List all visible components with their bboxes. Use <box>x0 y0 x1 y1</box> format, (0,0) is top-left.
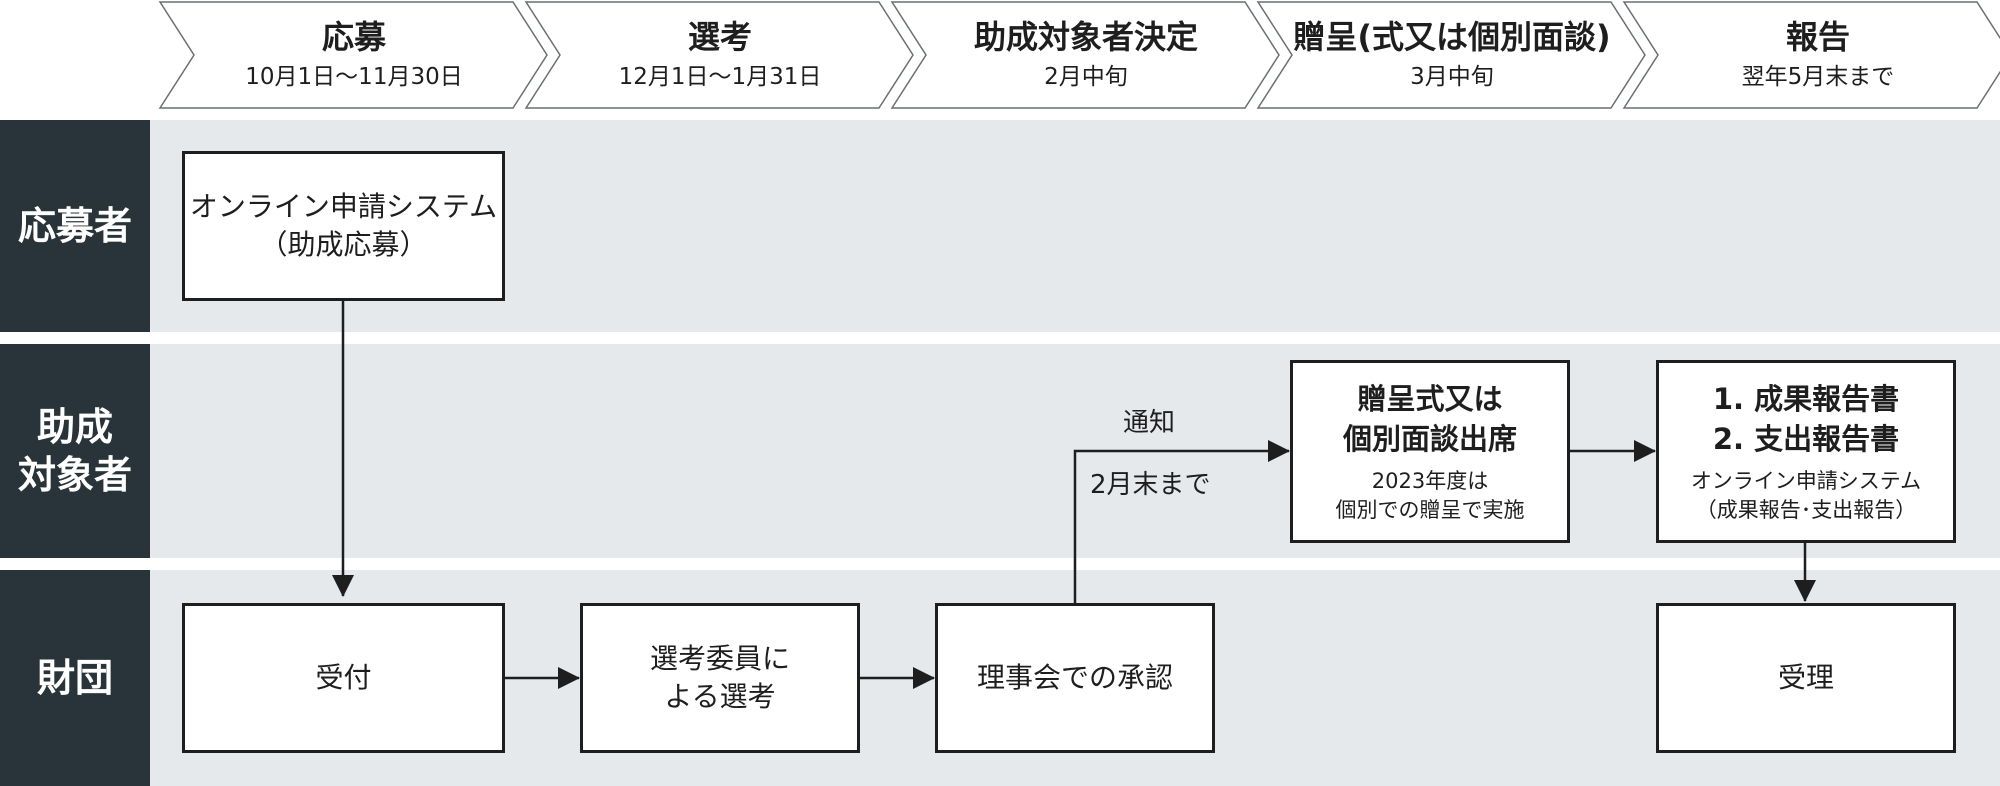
edge-label-deadline: 2月末まで <box>1090 470 1211 500</box>
phase-presentation: 贈呈(式又は個別面談) 3月中旬 <box>1256 0 1648 110</box>
edge-label-notification: 通知 <box>1123 408 1176 438</box>
node-ceremony-attendance: 贈呈式又は 個別面談出席 2023年度は 個別での贈呈で実施 <box>1290 360 1570 543</box>
lane-header-grantee: 助成 対象者 <box>0 344 150 558</box>
phase-title: 選考 <box>687 18 752 56</box>
lane-label: 応募者 <box>17 204 132 248</box>
node-note: 2023年度は 個別での贈呈で実施 <box>1335 468 1525 522</box>
phase-chevron-shape <box>524 1 914 109</box>
phase-chevron-shape <box>890 1 1280 109</box>
node-reports: 1. 成果報告書 2. 支出報告書 オンライン申請システム （成果報告･支出報告… <box>1656 360 1956 543</box>
phase-grantee-decision: 助成対象者決定 2月中旬 <box>890 0 1282 110</box>
lane-label: 財団 <box>36 656 113 700</box>
phase-chevron-shape <box>1256 1 1646 109</box>
node-label: 贈呈式又は 個別面談出席 <box>1342 381 1517 456</box>
node-label: オンライン申請システム （助成応募） <box>189 190 498 261</box>
node-committee-selection: 選考委員に よる選考 <box>580 603 860 753</box>
phase-title: 報告 <box>1785 18 1850 56</box>
node-label: 1. 成果報告書 2. 支出報告書 <box>1712 381 1900 456</box>
phase-period: 翌年5月末まで <box>1741 64 1895 90</box>
phase-apply: 応募 10月1日〜11月30日 <box>158 0 550 110</box>
phase-chevron-shape <box>158 1 548 109</box>
node-label: 受付 <box>315 661 372 694</box>
node-board-approval: 理事会での承認 <box>935 603 1215 753</box>
lane-header-applicant: 応募者 <box>0 120 150 332</box>
phase-title: 応募 <box>321 18 386 56</box>
phase-period: 3月中旬 <box>1410 64 1494 90</box>
node-reception: 受付 <box>182 603 505 753</box>
lane-header-foundation: 財団 <box>0 570 150 786</box>
phase-period: 10月1日〜11月30日 <box>245 64 463 90</box>
phase-title: 贈呈(式又は個別面談) <box>1293 18 1611 56</box>
phase-selection: 選考 12月1日〜1月31日 <box>524 0 916 110</box>
phase-report: 報告 翌年5月末まで <box>1622 0 2000 110</box>
node-note: オンライン申請システム （成果報告･支出報告） <box>1690 468 1922 522</box>
phase-period: 2月中旬 <box>1044 64 1128 90</box>
phase-title: 助成対象者決定 <box>973 18 1198 56</box>
node-online-application: オンライン申請システム （助成応募） <box>182 151 505 301</box>
phase-period: 12月1日〜1月31日 <box>618 64 822 90</box>
arrow-approval-to-ceremony <box>1073 440 1290 603</box>
node-label: 選考委員に よる選考 <box>649 642 790 713</box>
node-label: 理事会での承認 <box>976 661 1173 694</box>
phase-chevron-shape <box>1622 1 2000 109</box>
node-acceptance: 受理 <box>1656 603 1956 753</box>
node-label: 受理 <box>1777 661 1834 694</box>
lane-label: 助成 対象者 <box>17 405 132 497</box>
